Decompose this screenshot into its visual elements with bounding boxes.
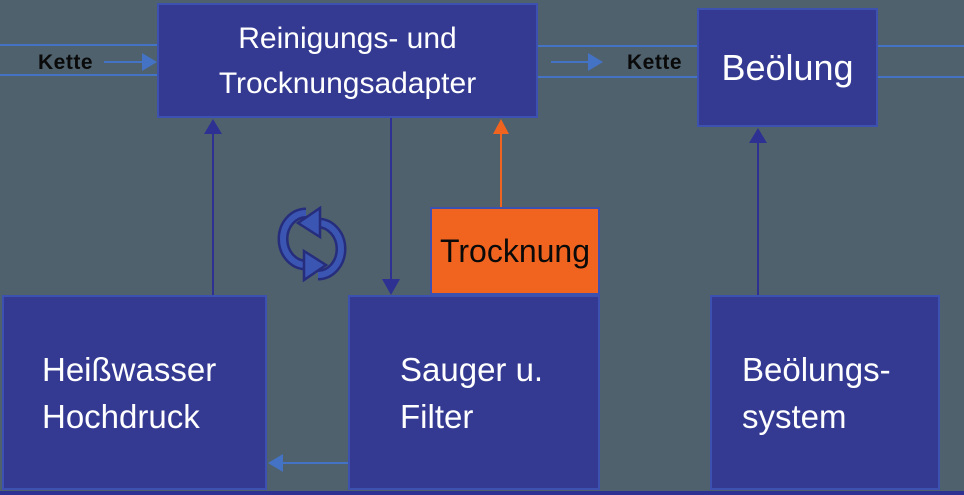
box-label-line: Trocknung (440, 232, 590, 269)
bottom-divider-line (0, 491, 964, 495)
arrow-adapter-to-sauger-shaft (390, 118, 392, 279)
chain-line-left-bottom (0, 74, 157, 76)
cycle-arrows-icon (277, 205, 347, 283)
box-label-line: Hochdruck (42, 397, 200, 435)
arrow-up-icon (204, 119, 222, 134)
arrow-down-icon (382, 279, 400, 295)
box-label-line: system (742, 397, 847, 435)
chain-line-middle-bottom (538, 76, 697, 78)
arrow-left-icon (268, 454, 283, 472)
box-label-line: Filter (400, 397, 474, 435)
box-heisswasser-hochdruck: Heißwasser Hochdruck (2, 295, 267, 490)
kette-arrow-middle-shaft (551, 61, 589, 63)
chain-line-right-top (878, 45, 964, 47)
box-sauger-filter: Sauger u. Filter (348, 295, 600, 490)
box-label-line: Beölungs- (742, 350, 891, 388)
kette-arrow-middle-icon (588, 53, 603, 71)
arrow-beoelungssystem-to-beoelung-shaft (757, 142, 759, 295)
box-label-line: Trocknungsadapter (218, 66, 477, 100)
kette-arrow-left-icon (142, 53, 157, 71)
kette-arrow-left-shaft (104, 61, 143, 63)
arrow-up-icon (749, 128, 767, 143)
box-trocknung: Trocknung (430, 207, 600, 295)
chain-line-middle-top (538, 45, 697, 47)
box-reinigungs-trocknungsadapter: Reinigungs- und Trocknungsadapter (157, 3, 538, 118)
box-label-line: Beölung (721, 46, 854, 88)
chain-line-right-bottom (878, 76, 964, 78)
chain-line-left-top (0, 44, 157, 46)
kette-label-middle: Kette (627, 51, 683, 74)
arrow-up-orange-icon (493, 119, 509, 134)
arrow-heisswasser-to-adapter-shaft (212, 133, 214, 295)
box-label-line: Reinigungs- und (238, 21, 457, 55)
arrow-trocknung-to-adapter-shaft (500, 134, 502, 207)
box-beoelung: Beölung (697, 8, 878, 127)
kette-label-left: Kette (38, 51, 94, 74)
arrow-sauger-to-heisswasser-shaft (283, 462, 348, 464)
box-beoelungssystem: Beölungs- system (710, 295, 940, 490)
box-label-line: Heißwasser (42, 350, 217, 388)
box-label-line: Sauger u. (400, 350, 544, 388)
